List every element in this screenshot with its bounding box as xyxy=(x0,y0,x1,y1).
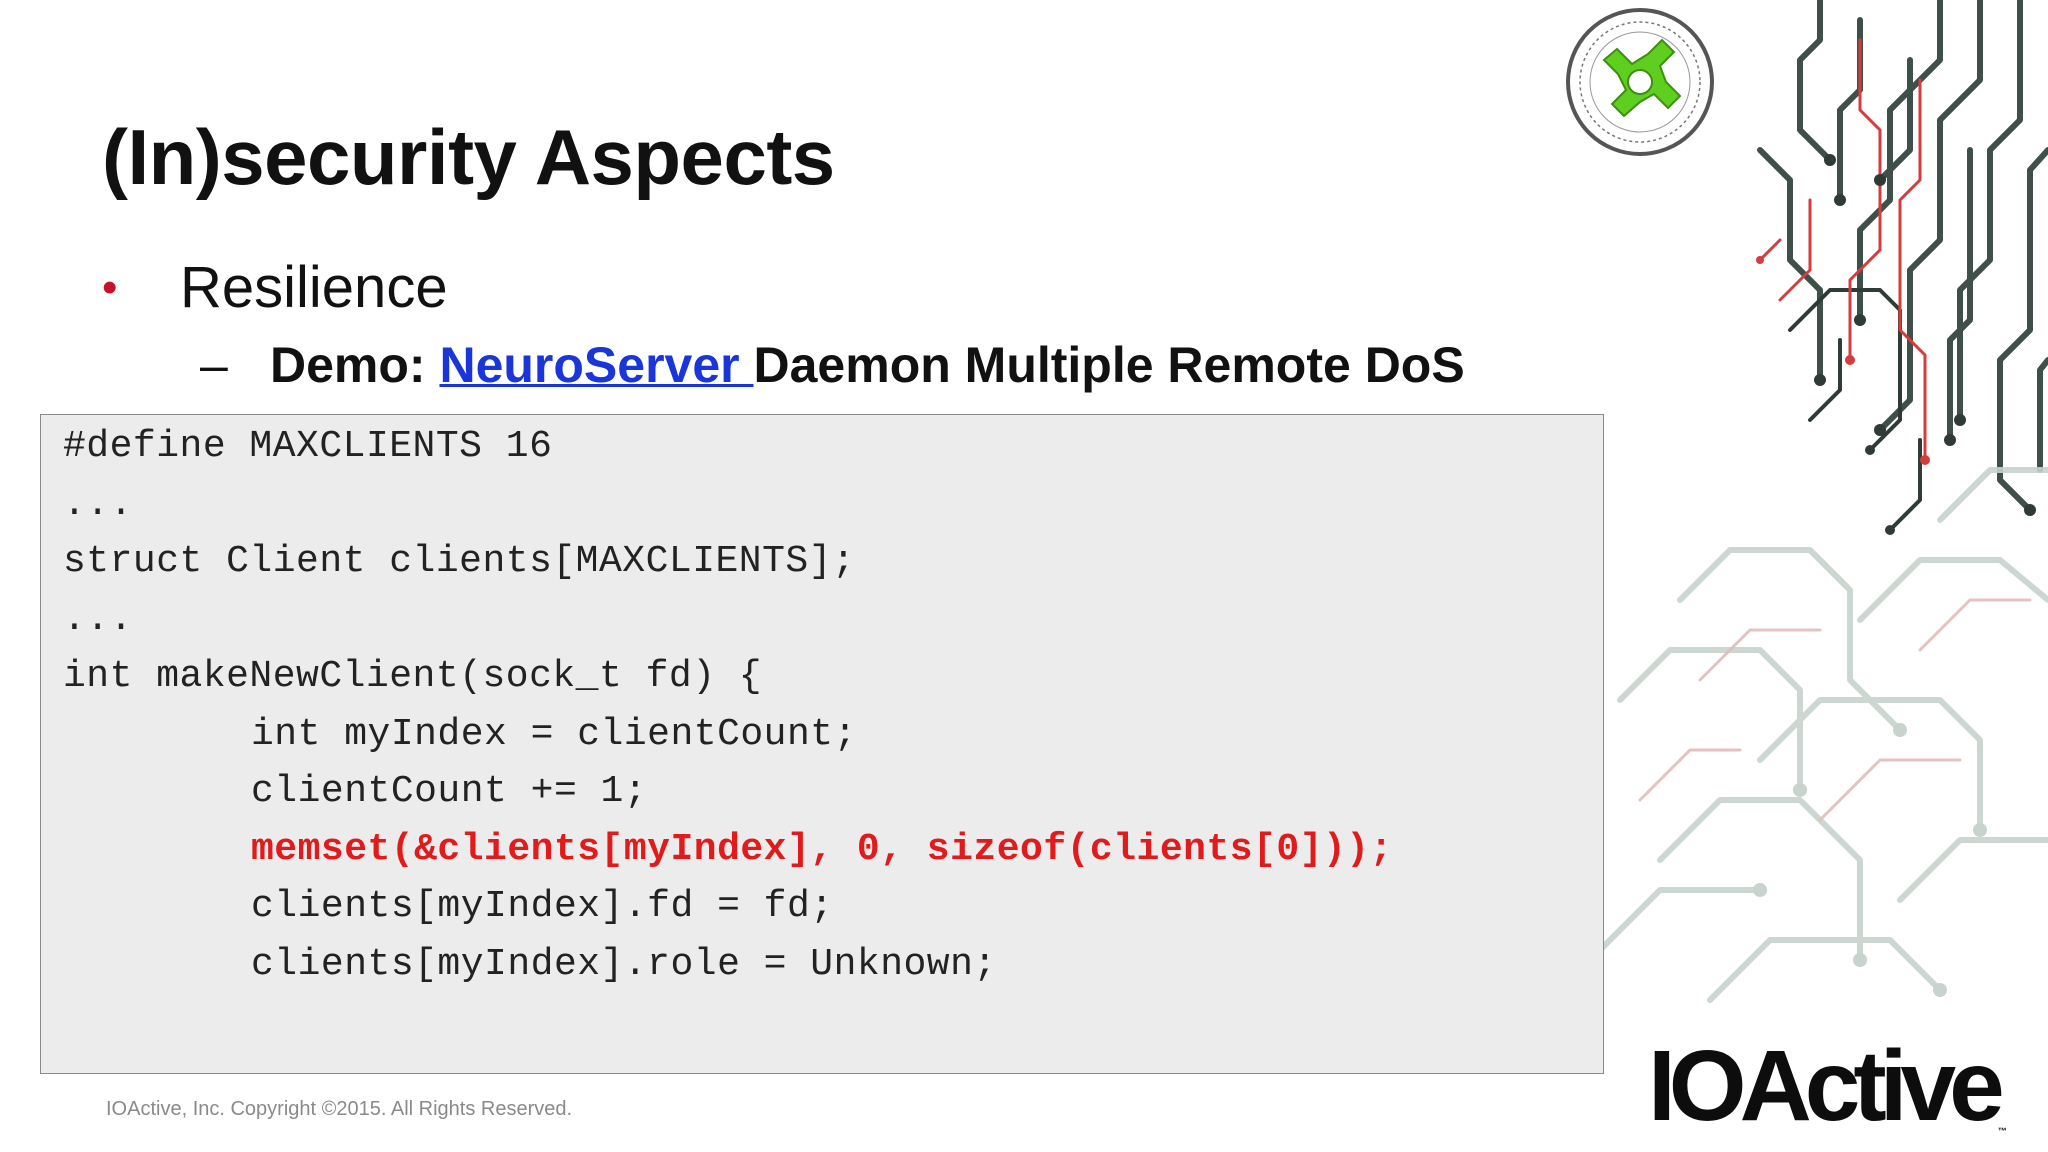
neuroserver-link[interactable]: NeuroServer xyxy=(439,337,754,393)
slide-title: (In)security Aspects xyxy=(102,113,835,201)
code-line: clients[myIndex].role = Unknown; xyxy=(251,943,997,986)
code-line: clientCount += 1; xyxy=(251,770,648,813)
sub-bullet-dash: – xyxy=(200,337,228,393)
copyright-footer: IOActive, Inc. Copyright ©2015. All Righ… xyxy=(106,1098,573,1120)
trademark-mark: ™ xyxy=(1997,1126,2007,1136)
code-line: int myIndex = clientCount; xyxy=(251,713,857,756)
code-line: struct Client clients[MAXCLIENTS]; xyxy=(63,540,856,583)
sub-bullet-demo: – Demo: NeuroServer Daemon Multiple Remo… xyxy=(200,336,1465,394)
code-line: #define MAXCLIENTS 16 xyxy=(63,425,553,468)
code-line: clients[myIndex].fd = fd; xyxy=(251,885,834,928)
code-line: ... xyxy=(63,483,133,526)
sub-bullet-description: Daemon Multiple Remote DoS xyxy=(753,337,1465,393)
sub-bullet-prefix: Demo: xyxy=(270,337,440,393)
bullet-marker: • xyxy=(102,262,118,312)
code-snippet-box: #define MAXCLIENTS 16 ... struct Client … xyxy=(40,414,1604,1074)
ioactive-logo-text: IOActive xyxy=(1648,1030,2005,1142)
circuit-board-decoration xyxy=(1597,0,2048,1003)
code-line: ... xyxy=(63,598,133,641)
code-line-highlighted: memset(&clients[myIndex], 0, sizeof(clie… xyxy=(251,828,1393,871)
bullet-text: Resilience xyxy=(180,255,448,320)
ioactive-logo: IOActive™ xyxy=(1648,1036,2007,1136)
biohacking-village-badge-icon xyxy=(1566,8,1714,156)
code-line: int makeNewClient(sock_t fd) { xyxy=(63,655,763,698)
bullet-item-resilience: • Resilience xyxy=(102,254,448,321)
